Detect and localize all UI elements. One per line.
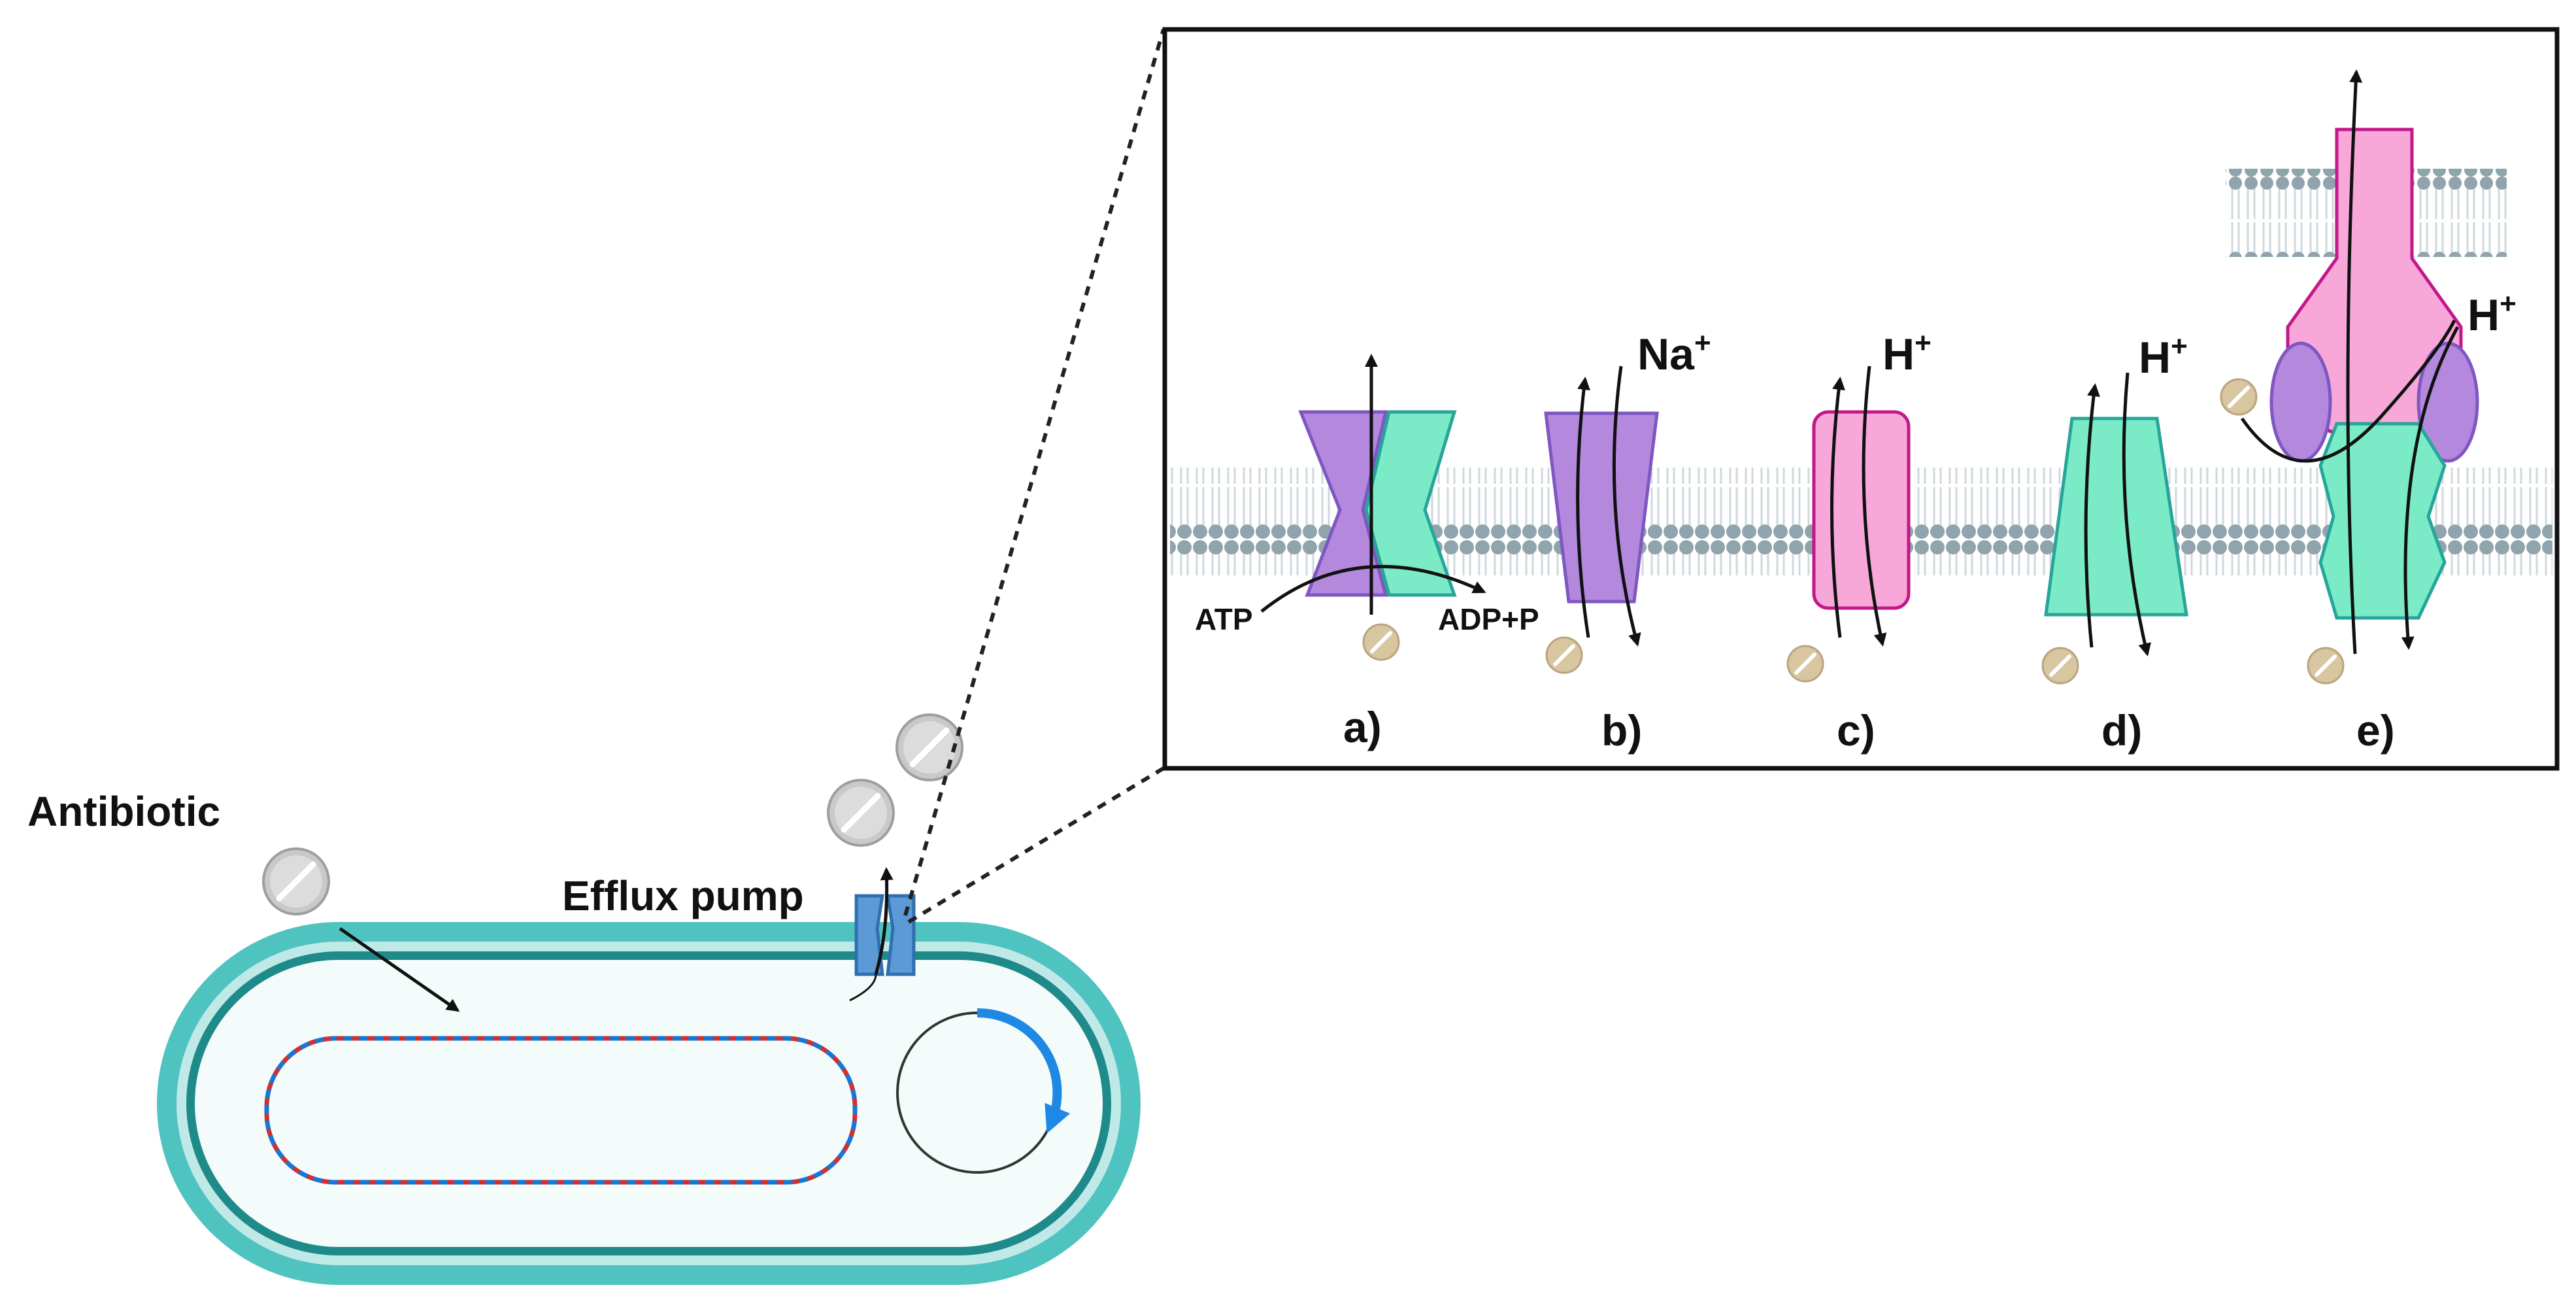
abc-transporter: ATP ADP+P xyxy=(1195,354,1539,660)
bacterial-cell xyxy=(157,867,1141,1285)
zoom-line-top xyxy=(903,29,1165,916)
h-antiporter-pink: H+ xyxy=(1788,327,1932,681)
cell-efflux-pump xyxy=(849,867,916,1002)
na-ion-label: Na+ xyxy=(1637,327,1711,379)
substrate-pill-icon xyxy=(1547,638,1582,673)
panel-label-b: b) xyxy=(1601,706,1642,755)
substrate-pill-icon xyxy=(2221,379,2256,415)
h-ion-label-c: H+ xyxy=(1882,327,1932,379)
panel-label-d: d) xyxy=(2101,706,2142,755)
antibiotic-entry-arrow xyxy=(339,927,460,1012)
na-antiporter: Na+ xyxy=(1544,327,1711,673)
cytoplasm xyxy=(195,960,1103,1247)
atp-label: ATP xyxy=(1195,602,1253,636)
substrate-pill-icon xyxy=(2043,648,2078,683)
plasmid xyxy=(896,1008,1071,1174)
inset-panel: ATP ADP+P Na+ H+ H+ xyxy=(1162,27,2560,771)
adp-label: ADP+P xyxy=(1438,602,1539,636)
h-ion-label-d: H+ xyxy=(2139,330,2188,383)
zoom-line-bottom xyxy=(907,766,1165,924)
substrate-pill-icon xyxy=(1363,624,1399,660)
panel-label-a: a) xyxy=(1343,703,1382,751)
antibiotic-label: Antibiotic xyxy=(27,788,220,835)
chromosome-dna xyxy=(264,1036,858,1185)
substrate-pill-icon xyxy=(1788,646,1823,681)
effluxed-antibiotic-pill-icon xyxy=(828,780,894,845)
efflux-pump-label: Efflux pump xyxy=(562,872,804,919)
substrate-pill-icon xyxy=(2308,648,2343,683)
panel-label-e: e) xyxy=(2356,706,2395,755)
h-antiporter-green: H+ xyxy=(2043,330,2188,683)
h-ion-label-e: H+ xyxy=(2467,288,2517,340)
panel-label-c: c) xyxy=(1837,706,1875,755)
antibiotic-pill-icon xyxy=(263,849,329,914)
rnd-tripartite-pump: H+ xyxy=(2221,69,2517,683)
